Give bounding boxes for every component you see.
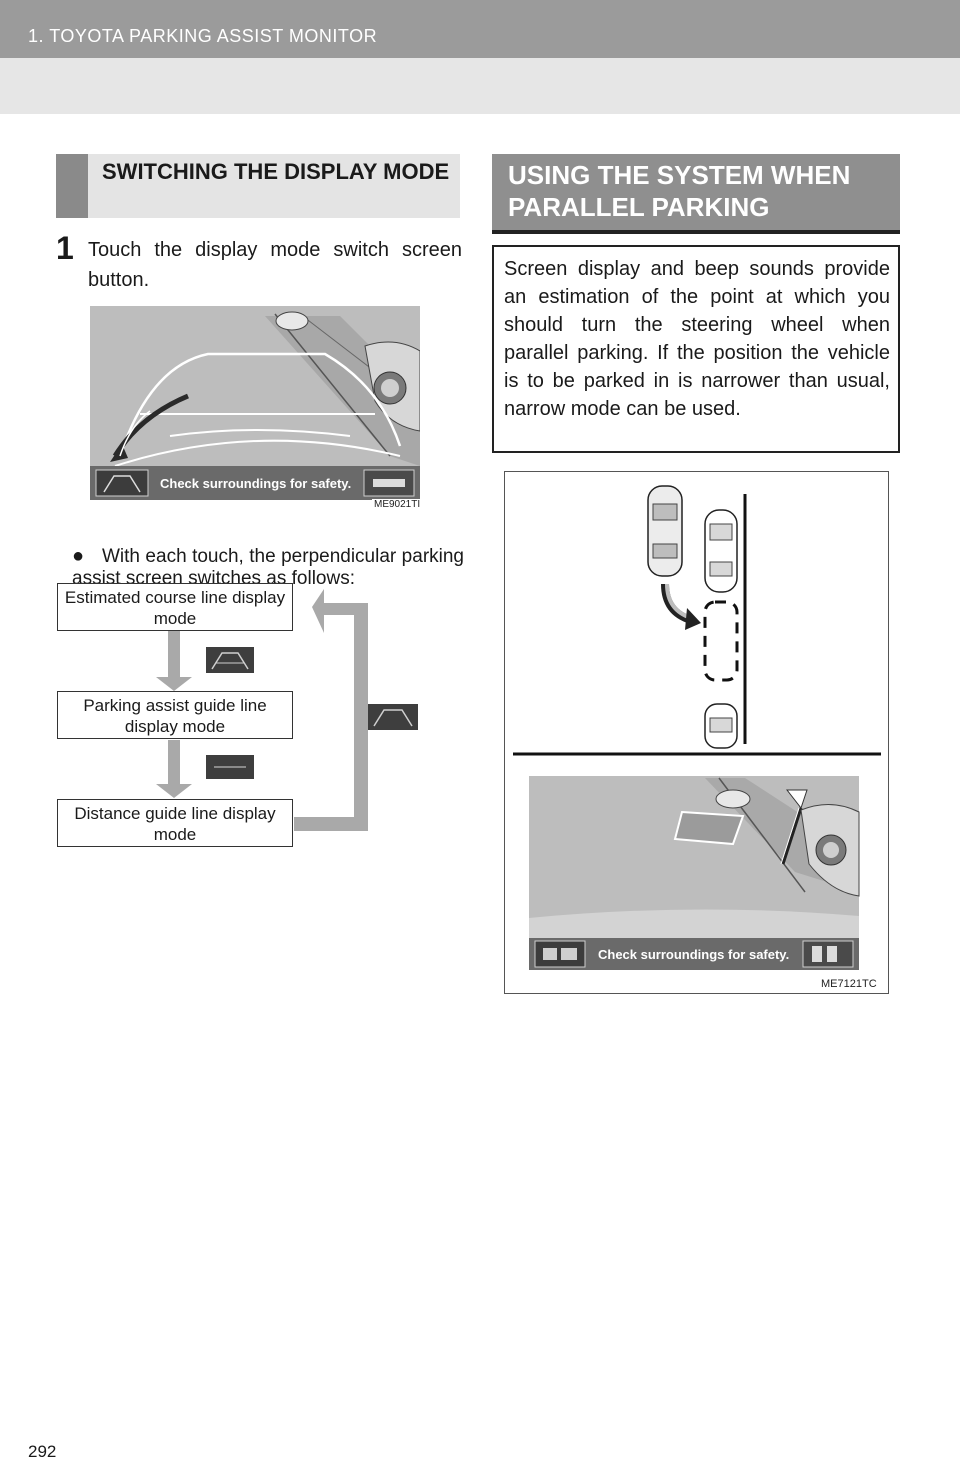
mode-parking-assist-guide-line: Parking assist guide line display mode [57, 691, 293, 739]
safety-caption: Check surroundings for safety. [160, 476, 352, 491]
mode-cycle-diagram [156, 589, 418, 831]
camera-view-illustration [90, 306, 420, 500]
section-heading-tab [56, 154, 88, 218]
step-number: 1 [56, 230, 74, 266]
figure-code: ME9021TI [372, 499, 423, 510]
header-band [0, 58, 960, 114]
page-header-title: 1. TOYOTA PARKING ASSIST MONITOR [28, 26, 378, 46]
section-heading-parallel-parking: USING THE SYSTEM WHEN PARALLEL PARKING [492, 154, 900, 234]
page-number: 292 [28, 1442, 57, 1461]
step-text: Touch the display mode switch screen but… [88, 239, 462, 291]
bullet-icon: ● [72, 545, 85, 567]
camera-screen-figure-1: Check surroundings for safety. [90, 306, 420, 500]
section-heading-title: USING THE SYSTEM WHEN PARALLEL PARKING [508, 160, 851, 222]
parallel-parking-illustration [513, 485, 881, 970]
safety-caption: Check surroundings for safety. [598, 947, 790, 962]
mode-distance-guide-line: Distance guide line display mode [57, 799, 293, 847]
mode-estimated-course-line: Estimated course line display mode [57, 583, 293, 631]
figure-code: ME7121TC [821, 978, 877, 990]
intro-text-box: Screen display and beep sounds provide a… [492, 245, 900, 453]
section-heading-title: SWITCHING THE DISPLAY MODE [102, 159, 450, 184]
section-heading-switching-display: SWITCHING THE DISPLAY MODE [56, 154, 460, 218]
parallel-parking-figure: Check surroundings for safety. ME7121TC [504, 471, 889, 994]
header-bar [0, 0, 960, 58]
